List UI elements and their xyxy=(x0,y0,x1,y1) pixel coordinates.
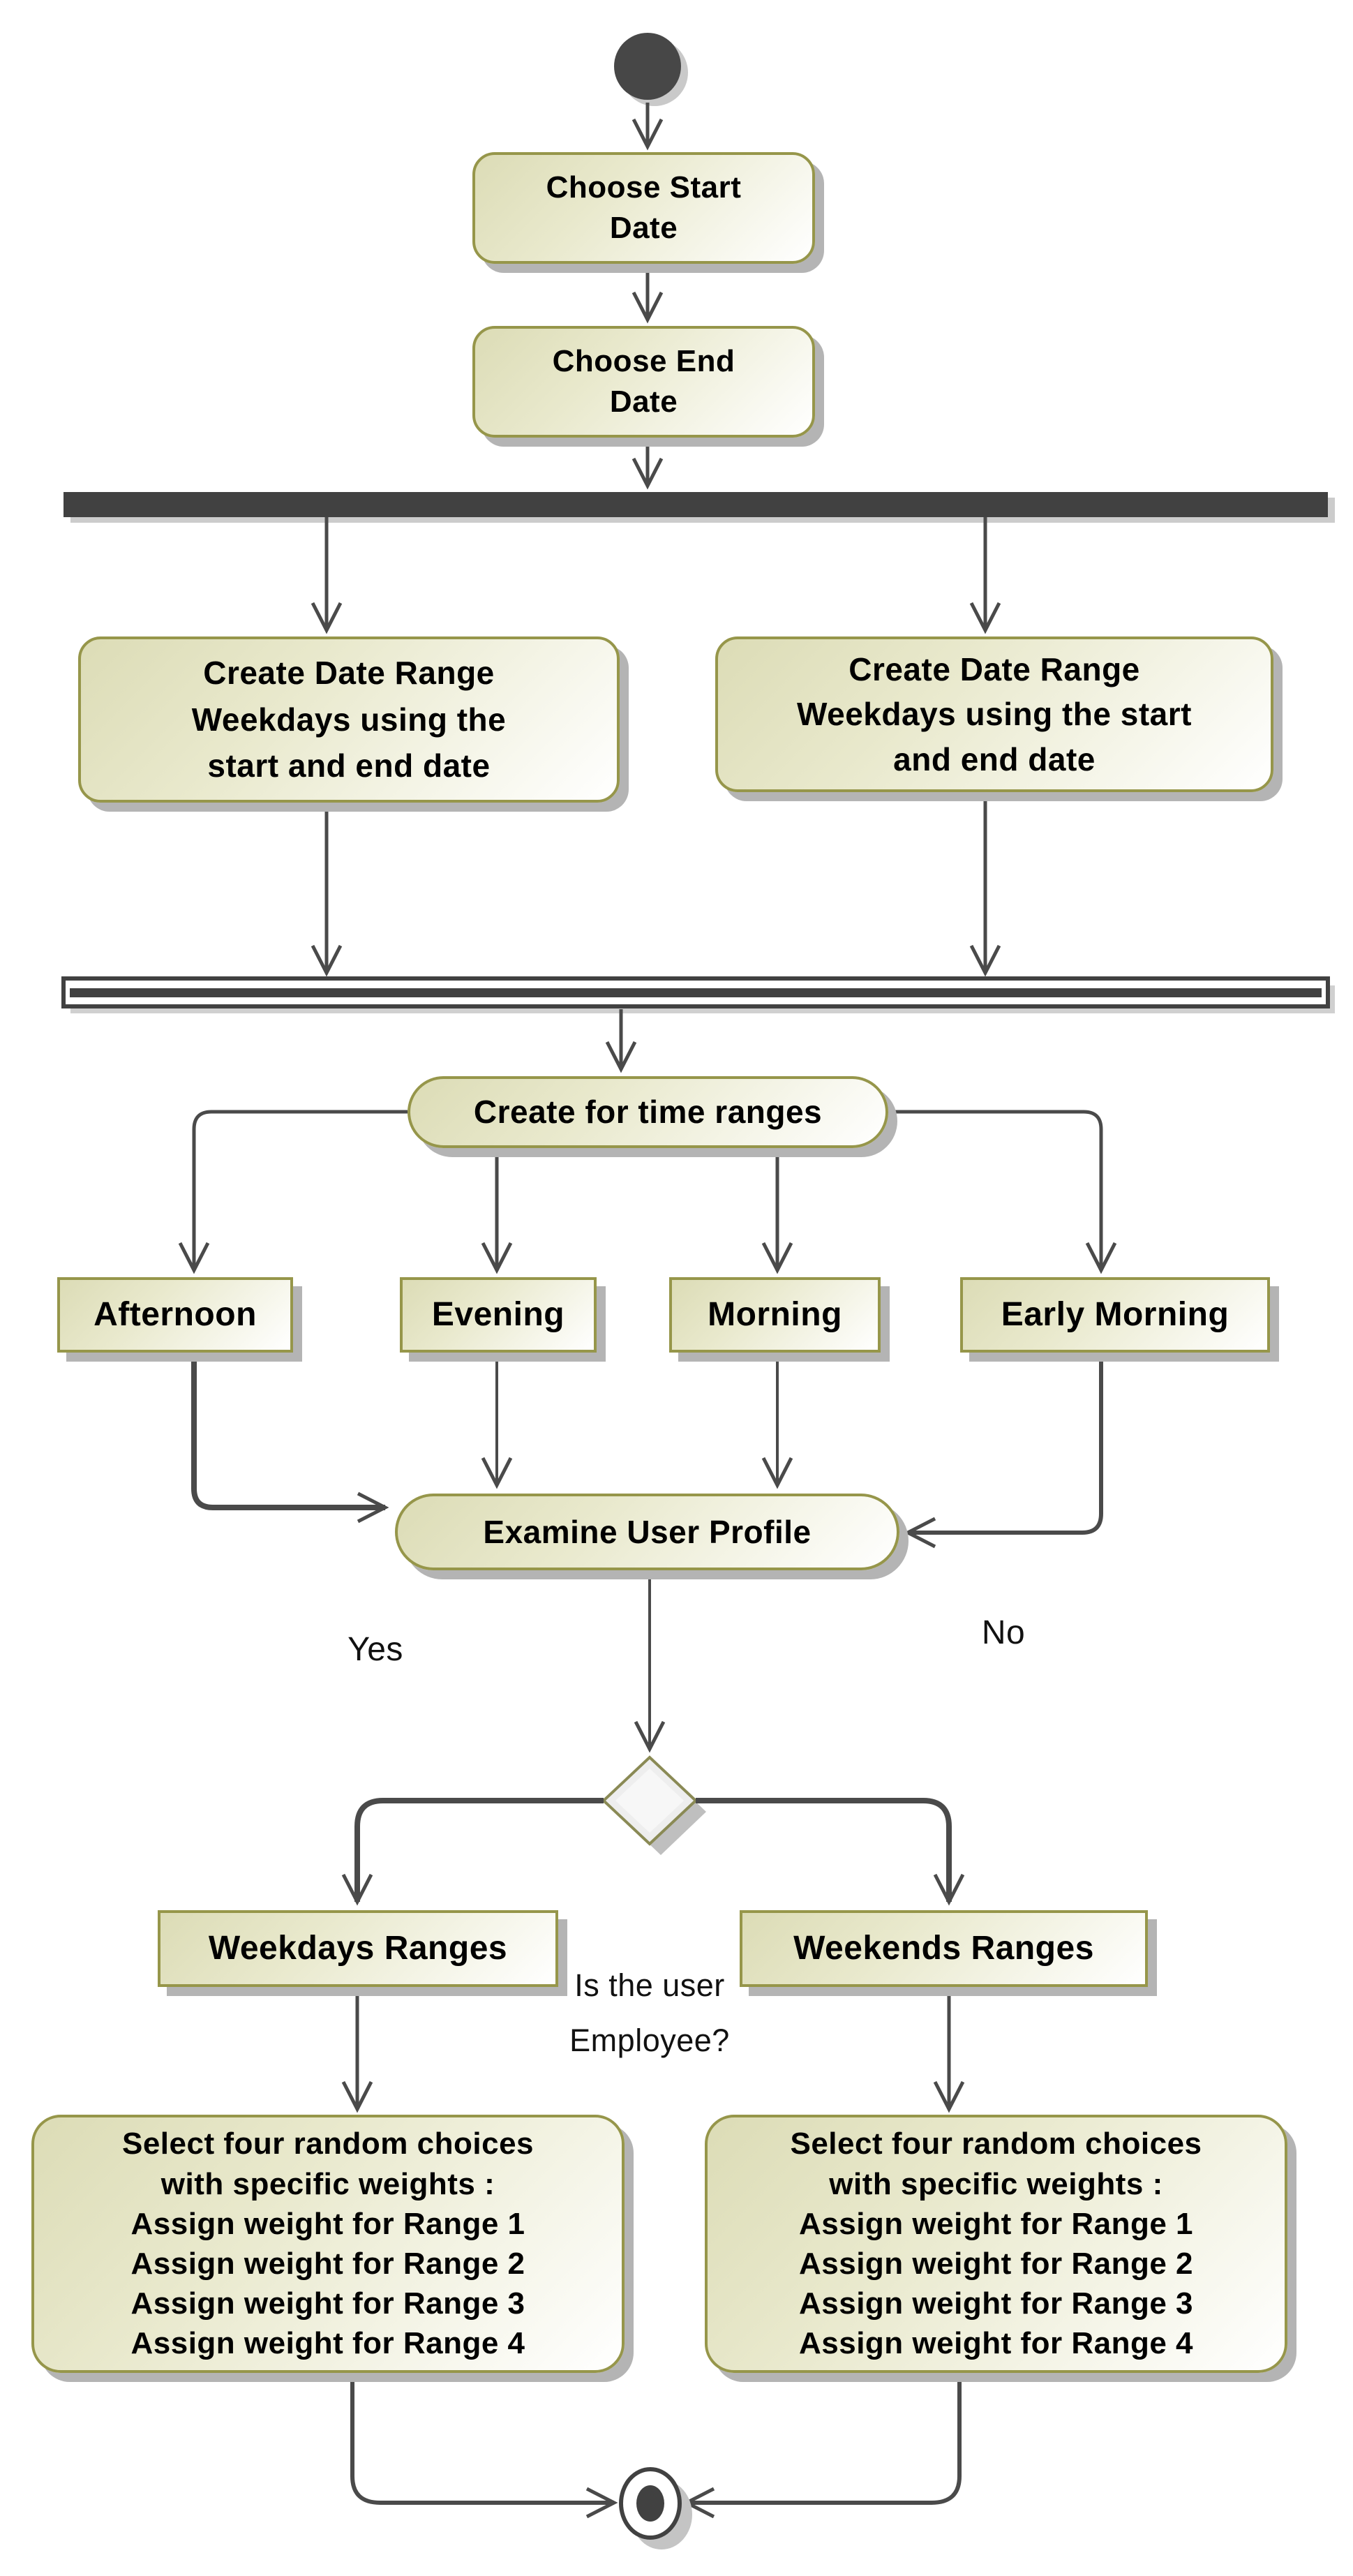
activity-choose-end-date: Choose End Date xyxy=(472,326,815,438)
activity-afternoon: Afternoon xyxy=(57,1277,293,1353)
activity-label-line: and end date xyxy=(893,740,1096,777)
decision-question-label: Is the user Employee? xyxy=(493,1958,807,2069)
edge-yes-branch xyxy=(341,1798,604,1906)
guard-label-yes: Yes xyxy=(347,1631,403,1668)
activity-create-date-range-weekdays-right: Create Date Range Weekdays using the sta… xyxy=(715,636,1273,792)
activity-label-line: Assign weight for Range 4 xyxy=(130,2326,525,2361)
edge-select-right-to-final xyxy=(682,2374,962,2519)
activity-label: Morning xyxy=(708,1296,842,1334)
activity-label-line: Assign weight for Range 2 xyxy=(130,2247,525,2281)
edge-to-afternoon xyxy=(178,1110,408,1274)
activity-label: Create for time ranges xyxy=(473,1094,823,1131)
decision-highlight xyxy=(615,1769,684,1833)
activity-label: Afternoon xyxy=(94,1296,257,1334)
activity-label-line: Assign weight for Range 2 xyxy=(798,2247,1193,2281)
activity-label-line: Assign weight for Range 4 xyxy=(798,2326,1193,2361)
fork-bar xyxy=(63,492,1328,517)
edge-afternoon-to-examine xyxy=(191,1354,389,1524)
activity-label-line: Assign weight for Range 1 xyxy=(798,2206,1193,2241)
activity-label-line: Weekdays using the start xyxy=(797,696,1192,733)
initial-node-icon xyxy=(614,33,681,100)
edge-select-left-to-final xyxy=(350,2374,618,2519)
activity-label-line: Assign weight for Range 1 xyxy=(130,2206,525,2241)
activity-label: Examine User Profile xyxy=(483,1513,812,1550)
edge-no-branch xyxy=(696,1798,965,1906)
activity-label: Early Morning xyxy=(1001,1296,1229,1334)
activity-label-line: Date xyxy=(609,385,678,419)
join-bar-inner xyxy=(70,988,1322,997)
activity-label-line: Choose Start xyxy=(546,170,742,204)
edge-early-morning-to-examine xyxy=(904,1354,1103,1549)
final-node-dot xyxy=(636,2485,664,2522)
decision-question-line: Employee? xyxy=(569,2022,730,2058)
activity-evening: Evening xyxy=(400,1277,597,1353)
activity-label-line: Select four random choices xyxy=(790,2127,1202,2161)
activity-label-line: start and end date xyxy=(207,747,491,784)
activity-label-line: Select four random choices xyxy=(121,2127,535,2161)
activity-label-line: Create Date Range xyxy=(849,650,1140,687)
activity-create-for-time-ranges: Create for time ranges xyxy=(408,1076,888,1148)
activity-select-weights-weekdays: Select four random choices with specific… xyxy=(31,2115,625,2373)
guard-label-no: No xyxy=(981,1614,1026,1651)
activity-label-line: with specific weights : xyxy=(829,2166,1163,2201)
activity-label: Evening xyxy=(431,1296,565,1334)
activity-choose-start-date: Choose Start Date xyxy=(472,152,815,264)
activity-morning: Morning xyxy=(669,1277,881,1353)
activity-label-line: Weekdays using the xyxy=(191,701,507,738)
edge-to-early-morning xyxy=(888,1110,1117,1274)
activity-label-line: Date xyxy=(609,211,678,245)
activity-label-line: Assign weight for Range 3 xyxy=(130,2286,525,2321)
activity-examine-user-profile: Examine User Profile xyxy=(395,1494,899,1570)
activity-label-line: Choose End xyxy=(552,343,735,378)
activity-label-line: with specific weights : xyxy=(160,2166,495,2201)
activity-weekends-ranges: Weekends Ranges xyxy=(740,1910,1148,1987)
activity-select-weights-weekends: Select four random choices with specific… xyxy=(705,2115,1287,2373)
activity-label: Weekends Ranges xyxy=(793,1930,1094,1967)
activity-create-date-range-weekdays-left: Create Date Range Weekdays using the sta… xyxy=(78,636,620,803)
activity-label: Weekdays Ranges xyxy=(208,1930,508,1967)
decision-question-line: Is the user xyxy=(574,1967,725,2003)
activity-label-line: Assign weight for Range 3 xyxy=(798,2286,1193,2321)
activity-early-morning: Early Morning xyxy=(960,1277,1270,1353)
activity-label-line: Create Date Range xyxy=(203,654,495,691)
activity-weekdays-ranges: Weekdays Ranges xyxy=(158,1910,558,1987)
